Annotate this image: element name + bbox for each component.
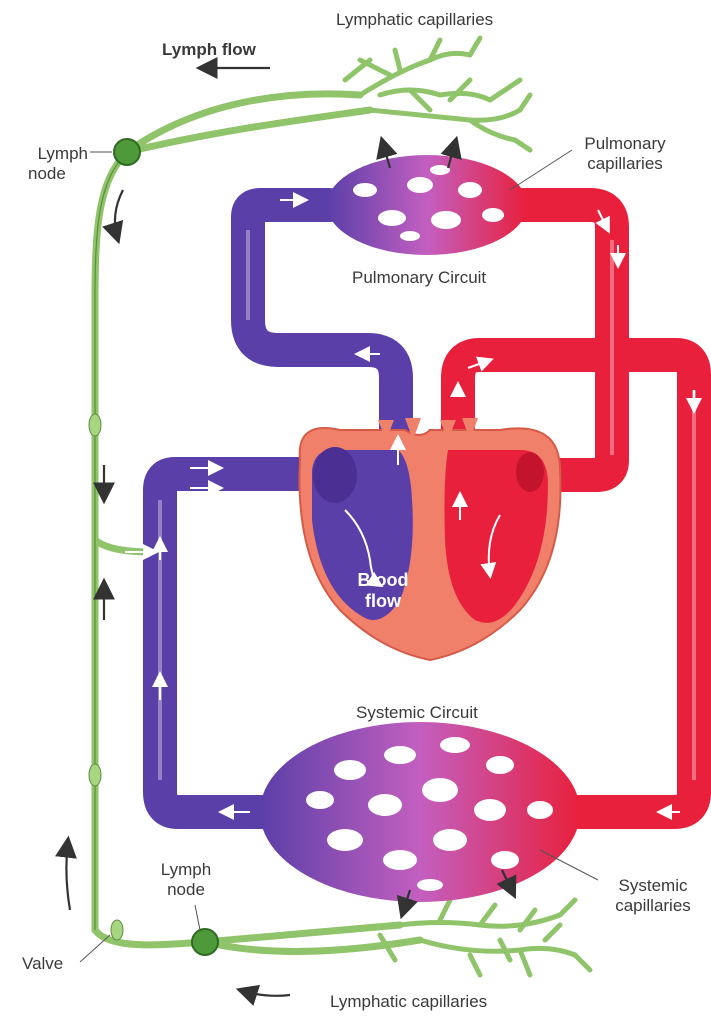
heart-shape: [300, 418, 561, 660]
label-lymph-node-bottom-line1: Lymph: [146, 860, 226, 880]
label-valve: Valve: [22, 954, 63, 974]
label-pulmonary-circuit: Pulmonary Circuit: [352, 268, 486, 288]
label-lymphatic-capillaries-top: Lymphatic capillaries: [336, 10, 493, 30]
label-systemic-capillaries-line2: capillaries: [598, 896, 708, 916]
label-systemic-capillaries-line1: Systemic: [598, 876, 708, 896]
label-lymph-node-bottom: Lymph node: [146, 860, 226, 900]
label-blood-flow-line2: flow: [348, 591, 418, 612]
lymphatic-capillaries-top-shape: [345, 38, 530, 150]
lymph-node-top-shape: [114, 139, 140, 165]
pulmonary-capillaries-shape: [327, 155, 527, 255]
label-blood-flow: Blood flow: [348, 570, 418, 612]
label-systemic-circuit: Systemic Circuit: [356, 703, 478, 723]
label-pulmonary-capillaries-line2: capillaries: [570, 154, 680, 174]
label-pulmonary-capillaries: Pulmonary capillaries: [570, 134, 680, 174]
label-lymph-node-bottom-line2: node: [146, 880, 226, 900]
label-blood-flow-line1: Blood: [348, 570, 418, 591]
systemic-capillaries-shape: [260, 722, 580, 902]
label-systemic-capillaries: Systemic capillaries: [598, 876, 708, 916]
lymphatic-capillaries-bottom-shape: [380, 900, 590, 975]
label-pulmonary-capillaries-line1: Pulmonary: [570, 134, 680, 154]
label-lymph-node-top: Lymph node: [20, 144, 88, 184]
label-lymph-node-top-line2: node: [20, 164, 88, 184]
label-lymph-flow: Lymph flow: [162, 40, 256, 60]
label-lymphatic-capillaries-bottom: Lymphatic capillaries: [330, 992, 487, 1012]
lymph-node-bottom-shape: [192, 929, 218, 955]
label-lymph-node-top-line1: Lymph: [20, 144, 88, 164]
